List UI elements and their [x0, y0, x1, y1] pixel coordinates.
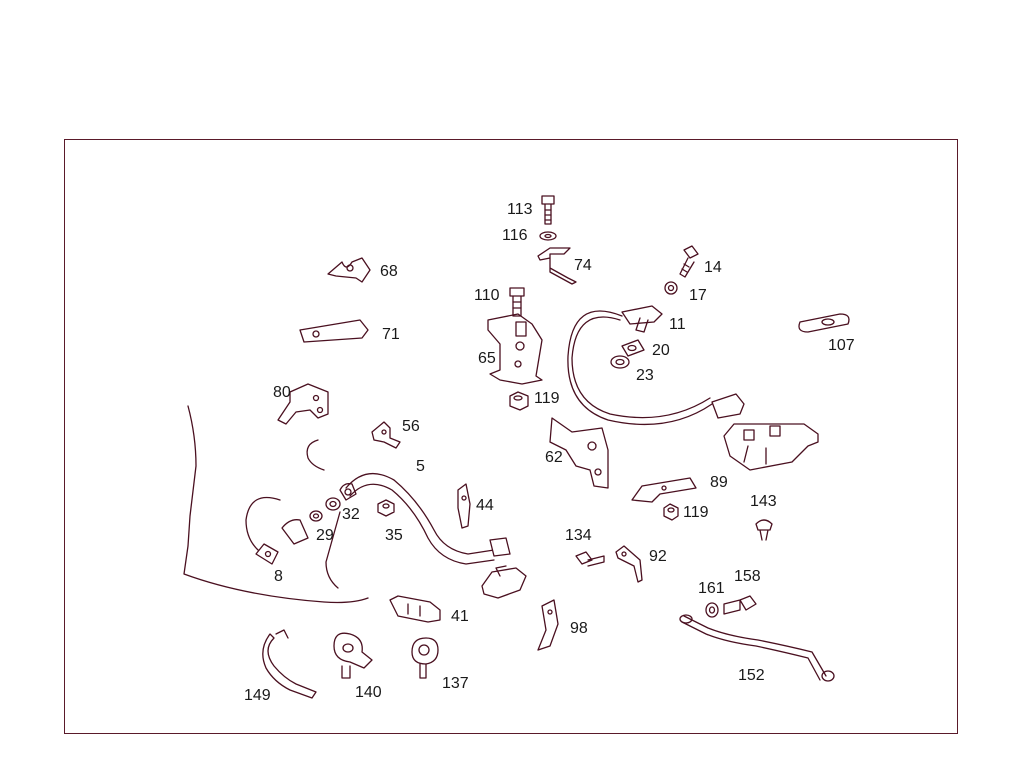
label-149[interactable]: 149: [244, 687, 271, 704]
label-119-upper[interactable]: 119: [534, 390, 560, 407]
part-140-clamp[interactable]: [333, 632, 373, 679]
label-29[interactable]: 29: [316, 527, 334, 544]
label-23[interactable]: 23: [636, 367, 654, 384]
part-engine-outline: [183, 405, 369, 604]
part-71-strap[interactable]: [299, 319, 369, 343]
part-35-nut[interactable]: [377, 499, 395, 517]
part-137-clamp[interactable]: [411, 637, 439, 679]
label-74[interactable]: 74: [574, 257, 592, 274]
part-116-washer[interactable]: [539, 231, 557, 241]
part-29-washer[interactable]: [309, 510, 323, 522]
label-116[interactable]: 116: [502, 227, 528, 244]
label-71[interactable]: 71: [382, 326, 400, 343]
label-161[interactable]: 161: [698, 580, 725, 597]
label-17[interactable]: 17: [689, 287, 707, 304]
part-8-clip[interactable]: [245, 496, 309, 565]
part-41-clip[interactable]: [389, 595, 441, 623]
part-17-washer[interactable]: [664, 281, 678, 295]
label-107[interactable]: 107: [828, 337, 855, 354]
label-56[interactable]: 56: [402, 418, 420, 435]
part-74-bracket[interactable]: [537, 247, 577, 285]
label-152[interactable]: 152: [738, 667, 765, 684]
part-20-clip[interactable]: [621, 339, 645, 357]
label-20[interactable]: 20: [652, 342, 670, 359]
part-connector-housing[interactable]: [481, 565, 527, 599]
part-119-nut-upper[interactable]: [509, 391, 529, 411]
label-62[interactable]: 62: [545, 449, 563, 466]
diagram-frame: [64, 139, 958, 734]
label-14[interactable]: 14: [704, 259, 722, 276]
part-119-nut-lower[interactable]: [663, 503, 679, 521]
part-14-bolt[interactable]: [679, 245, 699, 278]
part-143-clip[interactable]: [755, 519, 773, 541]
part-107-gasket[interactable]: [798, 313, 850, 333]
label-143[interactable]: 143: [750, 493, 777, 510]
label-134[interactable]: 134: [565, 527, 592, 544]
part-32-nut[interactable]: [325, 497, 341, 511]
label-41[interactable]: 41: [451, 608, 469, 625]
label-32[interactable]: 32: [342, 506, 360, 523]
label-65[interactable]: 65: [478, 350, 496, 367]
label-110[interactable]: 110: [474, 287, 500, 304]
part-68-clip[interactable]: [327, 257, 371, 283]
label-11[interactable]: 11: [669, 316, 686, 333]
label-137[interactable]: 137: [442, 675, 469, 692]
label-119-lower[interactable]: 119: [683, 504, 709, 521]
part-134-bolt[interactable]: [575, 551, 605, 567]
part-56-clip[interactable]: [371, 421, 401, 449]
part-44-bracket[interactable]: [457, 483, 471, 529]
part-62-bracket[interactable]: [549, 417, 609, 489]
label-113[interactable]: 113: [507, 201, 533, 218]
label-140[interactable]: 140: [355, 684, 382, 701]
part-11-sensor-cable[interactable]: [567, 305, 745, 426]
part-149-strap[interactable]: [262, 629, 317, 699]
label-98[interactable]: 98: [570, 620, 588, 637]
part-5-cable[interactable]: [339, 472, 511, 565]
label-5[interactable]: 5: [416, 458, 425, 475]
part-89-bracket[interactable]: [631, 477, 697, 503]
label-68[interactable]: 68: [380, 263, 398, 280]
part-98-bracket[interactable]: [537, 599, 559, 651]
part-161-washer[interactable]: [705, 602, 719, 618]
part-92-bracket[interactable]: [615, 545, 643, 583]
part-158-bolt[interactable]: [723, 595, 757, 615]
label-158[interactable]: 158: [734, 568, 761, 585]
label-8[interactable]: 8: [274, 568, 283, 585]
part-110-bolt[interactable]: [509, 287, 525, 317]
part-65-bracket[interactable]: [487, 313, 543, 385]
label-89[interactable]: 89: [710, 474, 728, 491]
label-35[interactable]: 35: [385, 527, 403, 544]
part-113-bolt[interactable]: [541, 195, 555, 225]
part-control-module[interactable]: [723, 423, 819, 471]
part-80-bracket[interactable]: [277, 383, 329, 425]
label-44[interactable]: 44: [476, 497, 494, 514]
part-152-strap[interactable]: [679, 614, 835, 682]
label-80[interactable]: 80: [273, 384, 291, 401]
label-92[interactable]: 92: [649, 548, 667, 565]
part-23-washer[interactable]: [610, 355, 630, 369]
